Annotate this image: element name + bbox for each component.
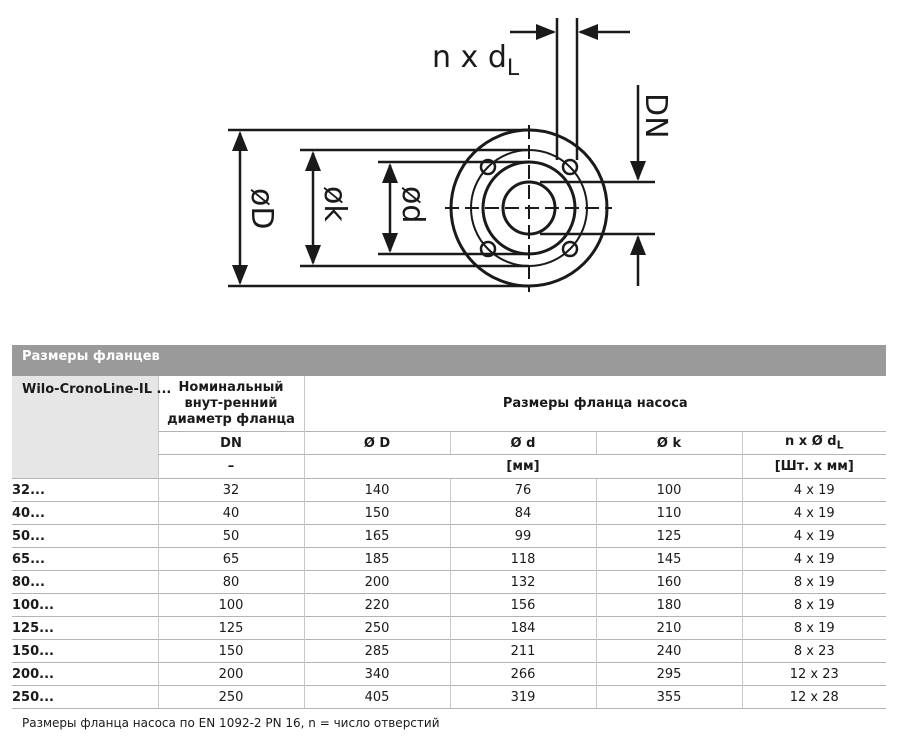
cell-bolt-circle: 160 <box>595 570 742 594</box>
unit-mm: [мм] <box>303 454 742 479</box>
cell-bolt-circle: 355 <box>595 685 742 709</box>
cell-dn: 40 <box>157 501 304 525</box>
bolt-hole-icon <box>561 240 579 258</box>
unit-dn: – <box>157 454 304 479</box>
cell-model: 200... <box>12 662 158 686</box>
cell-outer-diameter: 200 <box>303 570 450 594</box>
header-bolt-circle: Ø k <box>595 431 742 455</box>
label-od-d: ød <box>395 186 430 223</box>
cell-inner-diameter: 84 <box>449 501 596 525</box>
label-n-x-dl: n x dL <box>432 40 520 81</box>
cell-dn: 65 <box>157 547 304 571</box>
cell-bolt-circle: 210 <box>595 616 742 640</box>
cell-outer-diameter: 140 <box>303 478 450 502</box>
header-inner-diameter: Ø d <box>449 431 596 455</box>
cell-outer-diameter: 250 <box>303 616 450 640</box>
cell-model: 80... <box>12 570 158 594</box>
cell-holes: 4 x 19 <box>741 478 886 502</box>
cell-outer-diameter: 405 <box>303 685 450 709</box>
cell-outer-diameter: 220 <box>303 593 450 617</box>
cell-inner-diameter: 211 <box>449 639 596 663</box>
header-model: Wilo-CronoLine-IL ... <box>12 376 171 479</box>
cell-model: 32... <box>12 478 158 502</box>
cell-model: 150... <box>12 639 158 663</box>
header-holes: n x Ø dL <box>741 431 886 455</box>
cell-holes: 4 x 19 <box>741 547 886 571</box>
cell-model: 40... <box>12 501 158 525</box>
bolt-hole-icon <box>561 158 579 176</box>
cell-outer-diameter: 150 <box>303 501 450 525</box>
flange-diagram: n x dL DN øD øk ød <box>228 18 673 292</box>
cell-dn: 200 <box>157 662 304 686</box>
cell-holes: 4 x 19 <box>741 501 886 525</box>
cell-bolt-circle: 145 <box>595 547 742 571</box>
cell-holes: 8 x 23 <box>741 639 886 663</box>
label-od-D: øD <box>244 188 279 229</box>
cell-bolt-circle: 295 <box>595 662 742 686</box>
header-nominal-diameter: Номинальный внут-ренний диаметр фланца <box>157 376 304 432</box>
cell-holes: 12 x 28 <box>741 685 886 709</box>
cell-dn: 250 <box>157 685 304 709</box>
cell-holes: 8 x 19 <box>741 593 886 617</box>
cell-dn: 80 <box>157 570 304 594</box>
cell-holes: 8 x 19 <box>741 570 886 594</box>
cell-outer-diameter: 165 <box>303 524 450 548</box>
label-od-k: øk <box>317 186 352 222</box>
cell-inner-diameter: 99 <box>449 524 596 548</box>
label-dn: DN <box>638 93 673 139</box>
header-pump-flange-dimensions: Размеры фланца насоса <box>303 376 886 432</box>
cell-bolt-circle: 125 <box>595 524 742 548</box>
cell-outer-diameter: 340 <box>303 662 450 686</box>
cell-dn: 50 <box>157 524 304 548</box>
cell-inner-diameter: 118 <box>449 547 596 571</box>
unit-holes: [Шт. x мм] <box>741 454 886 479</box>
cell-model: 100... <box>12 593 158 617</box>
header-outer-diameter: Ø D <box>303 431 450 455</box>
bolt-hole-icon <box>479 158 497 176</box>
cell-inner-diameter: 76 <box>449 478 596 502</box>
section-title: Размеры фланцев <box>12 345 886 376</box>
cell-dn: 125 <box>157 616 304 640</box>
cell-bolt-circle: 180 <box>595 593 742 617</box>
footnote: Размеры фланца насоса по EN 1092-2 PN 16… <box>22 716 440 730</box>
cell-holes: 4 x 19 <box>741 524 886 548</box>
cell-bolt-circle: 240 <box>595 639 742 663</box>
header-dn: DN <box>157 431 304 455</box>
cell-inner-diameter: 132 <box>449 570 596 594</box>
cell-dn: 100 <box>157 593 304 617</box>
cell-holes: 12 x 23 <box>741 662 886 686</box>
cell-model: 65... <box>12 547 158 571</box>
cell-model: 125... <box>12 616 158 640</box>
cell-outer-diameter: 185 <box>303 547 450 571</box>
cell-dn: 150 <box>157 639 304 663</box>
cell-inner-diameter: 319 <box>449 685 596 709</box>
flange-dimensions-table: Wilo-CronoLine-IL ... Номинальный внут-р… <box>12 376 886 709</box>
cell-dn: 32 <box>157 478 304 502</box>
cell-bolt-circle: 110 <box>595 501 742 525</box>
cell-holes: 8 x 19 <box>741 616 886 640</box>
cell-bolt-circle: 100 <box>595 478 742 502</box>
cell-inner-diameter: 184 <box>449 616 596 640</box>
cell-outer-diameter: 285 <box>303 639 450 663</box>
cell-inner-diameter: 266 <box>449 662 596 686</box>
bolt-hole-icon <box>479 240 497 258</box>
cell-inner-diameter: 156 <box>449 593 596 617</box>
cell-model: 250... <box>12 685 158 709</box>
cell-model: 50... <box>12 524 158 548</box>
